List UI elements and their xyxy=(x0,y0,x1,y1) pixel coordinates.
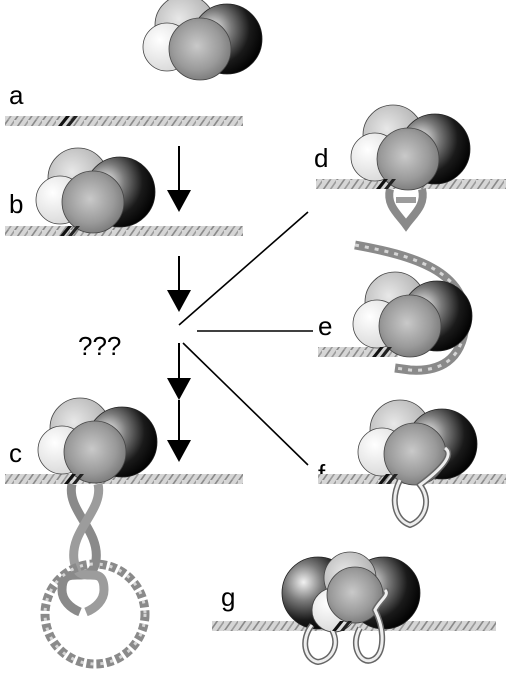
panel-c-label: c xyxy=(9,438,22,468)
branch-line-f xyxy=(182,342,309,466)
panel-e-label: e xyxy=(318,311,332,341)
protein-complex-icon xyxy=(350,104,471,191)
down-arrow-icon xyxy=(167,343,191,400)
down-arrow-icon xyxy=(167,256,191,312)
binding-site-icon xyxy=(376,179,396,189)
panel-b: b xyxy=(5,147,243,236)
dna-helix-icon xyxy=(5,474,243,484)
dna-helix-icon xyxy=(5,226,243,236)
dna-wrap-icon xyxy=(385,188,427,232)
binding-site-icon xyxy=(60,226,80,236)
binding-site-icon xyxy=(372,347,392,357)
dna-helix-icon xyxy=(5,116,243,126)
dna-helix-icon xyxy=(318,347,398,357)
branch-line-d xyxy=(178,211,309,326)
down-arrow-icon xyxy=(167,400,191,462)
panel-b-label: b xyxy=(9,189,23,219)
ribbon-tail-icon xyxy=(391,445,452,529)
panel-e: e xyxy=(318,240,473,375)
protein-complex-icon xyxy=(37,397,158,484)
down-arrow-icon xyxy=(167,146,191,212)
panel-f: f xyxy=(318,399,506,529)
panel-g: g xyxy=(212,551,496,666)
panel-d: d xyxy=(314,104,506,232)
binding-site-icon xyxy=(378,474,398,484)
binding-site-icon xyxy=(58,116,78,126)
protein-complex-icon xyxy=(357,399,478,486)
protein-complex-icon xyxy=(142,0,263,81)
protein-complex-icon xyxy=(281,551,421,633)
ribbon-tail-icon xyxy=(302,587,390,666)
dna-loop-icon xyxy=(40,482,150,669)
panel-d-label: d xyxy=(314,143,328,173)
dna-helix-icon xyxy=(212,621,496,631)
binding-site-icon xyxy=(332,621,352,631)
panel-c: c xyxy=(5,397,243,669)
unknown-mechanism-label: ??? xyxy=(78,331,121,361)
pathway-arrows xyxy=(167,146,313,466)
panel-a: a xyxy=(5,0,263,126)
protein-complex-icon xyxy=(35,147,156,234)
panel-a-label: a xyxy=(9,80,24,110)
binding-site-icon xyxy=(64,474,84,484)
panel-g-label: g xyxy=(221,582,235,612)
